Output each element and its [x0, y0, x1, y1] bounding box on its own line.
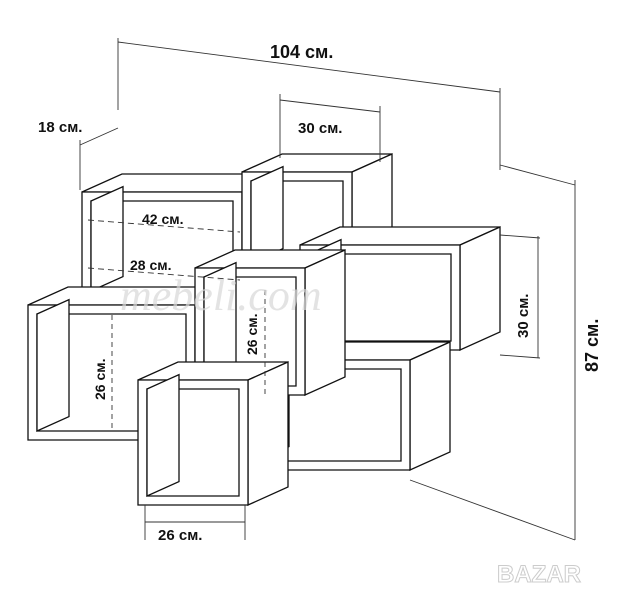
shelf-panel — [247, 360, 289, 507]
dimension-labels: 104 см. 18 см. 30 см. 42 см. 28 см. 30 с… — [38, 42, 602, 589]
depth-label: 18 см. — [38, 119, 82, 136]
center-box-height-label: 26 см. — [244, 314, 260, 356]
dimension-lines — [79, 38, 576, 541]
left-box-height-label: 26 см. — [92, 359, 108, 401]
shelf-panel — [459, 225, 501, 352]
shelf-panel — [36, 298, 70, 433]
total-height-label: 87 см. — [582, 319, 602, 372]
shelf-panel — [146, 373, 180, 498]
shelf-panel — [409, 340, 451, 472]
bottom-box-width-label: 26 см. — [158, 527, 202, 544]
bazar-logo: BAZAR — [497, 561, 581, 588]
right-box-height-label: 30 см. — [515, 294, 532, 338]
inner-width-label: 28 см. — [130, 257, 172, 273]
long-box-width-label: 42 см. — [142, 211, 184, 227]
watermark: mebeli.com — [120, 271, 322, 320]
shelf-panel — [250, 165, 284, 265]
total-width-label: 104 см. — [270, 42, 333, 62]
shelf-boxes — [27, 152, 501, 507]
shelf-panel — [90, 185, 124, 293]
top-box-width-label: 30 см. — [298, 120, 342, 137]
